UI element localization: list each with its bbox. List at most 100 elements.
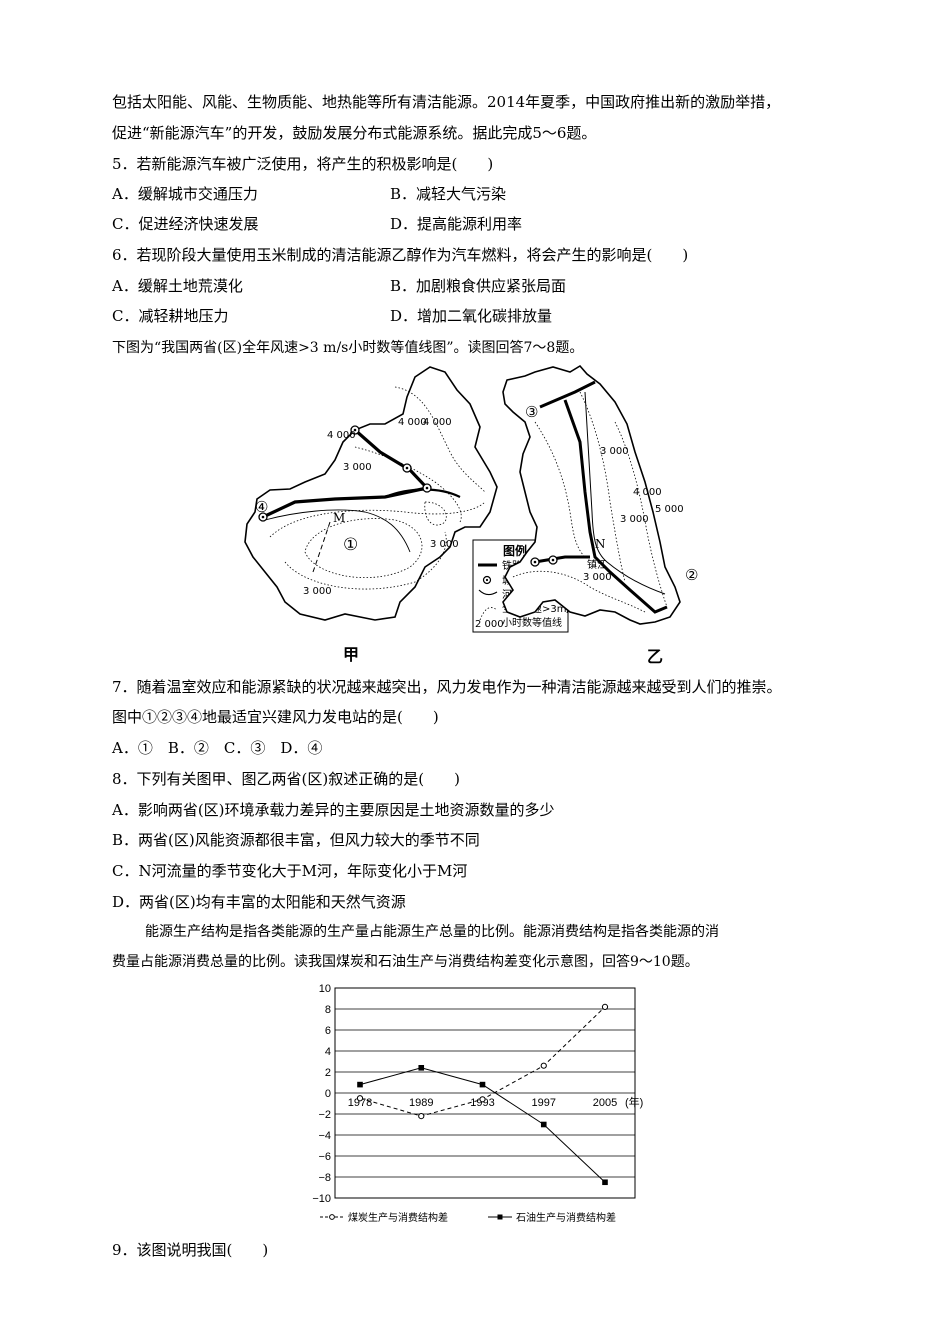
iso-label-3000-a: 3 000: [343, 462, 372, 473]
x-unit-label: (年): [625, 1095, 643, 1109]
legend-marker-0: [329, 1214, 335, 1220]
q5-option-c: C．促进经济快速发展: [112, 215, 259, 233]
x-tick-label: 1993: [470, 1097, 494, 1109]
iso-label-3000-f: 3 000: [583, 572, 612, 583]
marker-1: ①: [343, 535, 358, 555]
q8-option-a: A．影响两省(区)环境承载力差异的主要原因是土地资源数量的多少: [112, 801, 555, 819]
q7-stem-1: 7．随着温室效应和能源紧缺的状况越来越突出，风力发电作为一种清洁能源越来越受到人…: [112, 678, 782, 696]
chart-y-ticks: 10 8 6 4 2 0 −2 −4 −6 −8 −10: [312, 983, 331, 1205]
q5-stem: 5．若新能源汽车被广泛使用，将产生的积极影响是( ): [112, 155, 494, 173]
railway-jia: [262, 428, 431, 519]
para2-line-1: 能源生产结构是指各类能源的生产量占能源生产总量的比例。能源消费结构是指各类能源的…: [145, 924, 719, 940]
province-jia-outline: [244, 366, 498, 621]
y-tick-label: 4: [325, 1046, 331, 1058]
y-tick-label: 2: [325, 1067, 331, 1079]
y-tick-label: −10: [312, 1193, 331, 1205]
q6-option-b: B．加剧粮食供应紧张局面: [390, 277, 567, 295]
map-intro: 下图为“我国两省(区)全年风速>3 m/s小时数等值线图”。读图回答7～8题。: [112, 340, 584, 356]
marker-3: ③: [525, 403, 538, 421]
legend-label-0: 煤炭生产与消费结构差: [348, 1211, 448, 1224]
isoline-jia-4: [394, 386, 486, 493]
q7-options: A．① B．② C．③ D．④: [112, 739, 323, 757]
x-tick-label: 1989: [409, 1097, 433, 1109]
legend-isoline-symbol: [479, 607, 498, 621]
city-markers-yi: [530, 555, 558, 567]
isoline-jia-6: [424, 501, 447, 526]
x-tick-label: 1978: [348, 1097, 372, 1109]
intro-line-1: 包括太阳能、风能、生物质能、地热能等所有清洁能源。2014年夏季，中国政府推出新…: [112, 93, 781, 111]
x-tick-label: 2005: [593, 1097, 617, 1109]
legend-isoline-value: 2 000: [475, 619, 504, 630]
point-1-2: [479, 1081, 486, 1088]
point-0-2: [479, 1096, 486, 1103]
caption-jia: 甲: [343, 645, 359, 664]
y-tick-label: 6: [325, 1025, 331, 1037]
q6-option-d: D．增加二氧化碳排放量: [390, 307, 553, 325]
q6-option-c: C．减轻耕地压力: [112, 307, 229, 325]
legend-isoline-2: 小时数等值线: [502, 616, 562, 629]
isoline-yi-2: [614, 421, 668, 608]
label-river-M: M: [333, 511, 345, 525]
iso-label-4000-a: 4 000: [398, 417, 427, 428]
marker-2: ②: [685, 566, 698, 584]
chart-legend: 煤炭生产与消费结构差 石油生产与消费结构差: [320, 1211, 616, 1224]
city-markers-jia: [258, 425, 432, 522]
iso-label-4000-d: 4 000: [633, 487, 662, 498]
river-jia-branch: [312, 521, 331, 573]
point-0-1: [418, 1113, 425, 1120]
iso-label-4000-c: 4 000: [327, 430, 356, 441]
marker-4: ④: [255, 498, 268, 516]
iso-label-3000-c: 3 000: [430, 539, 459, 550]
legend-river-symbol: [478, 589, 498, 596]
q8-option-c: C．N河流量的季节变化大于M河，年际变化小于M河: [112, 862, 468, 880]
q5-option-a: A．缓解城市交通压力: [112, 185, 258, 203]
point-1-3: [540, 1121, 547, 1128]
q5-option-b: B．减轻大气污染: [390, 185, 507, 203]
isoline-yi-4: [512, 570, 646, 613]
wind-isoline-map: 4 000 4 000 4 000 3 000 3 000 3 000 ④ M …: [244, 364, 698, 666]
river-yi: [584, 391, 666, 595]
x-tick-label: 1997: [532, 1097, 556, 1109]
q8-option-d: D．两省(区)均有丰富的太阳能和天然气资源: [112, 893, 406, 911]
point-1-1: [418, 1065, 425, 1071]
q6-option-a: A．缓解土地荒漠化: [112, 277, 243, 295]
y-tick-label: −8: [318, 1172, 331, 1184]
legend-label-1: 石油生产与消费结构差: [516, 1211, 616, 1224]
isoline-jia-3: [304, 518, 423, 578]
y-tick-label: −4: [318, 1130, 331, 1142]
coal-oil-structure-chart: 10 8 6 4 2 0 −2 −4 −6 −8 −10 1978 1989 1993 1997 2005 (…: [312, 983, 644, 1224]
para2-line-2: 费量占能源消费总量的比例。读我国煤炭和石油生产与消费结构差变化示意图，回答9～1…: [112, 954, 699, 970]
intro-line-2: 促进“新能源汽车”的开发，鼓励发展分布式能源系统。据此完成5～6题。: [112, 124, 597, 142]
label-river-N: N: [595, 537, 606, 551]
caption-yi: 乙: [647, 647, 663, 666]
railway-yi: [534, 380, 668, 614]
legend-title: 图例: [503, 543, 527, 558]
legend-marker-1: [497, 1214, 503, 1220]
iso-label-3000-b: 3 000: [303, 586, 332, 597]
q5-option-d: D．提高能源利用率: [390, 215, 523, 233]
province-jia: 4 000 4 000 4 000 3 000 3 000 3 000 ④ M …: [244, 366, 498, 664]
q8-option-b: B．两省(区)风能资源都很丰富，但风力较大的季节不同: [112, 831, 480, 849]
y-tick-label: 10: [319, 983, 331, 995]
province-yi: ③ ② 3 000 3 000 4 000 5 000 N 镇江 3 000 乙: [502, 364, 698, 666]
point-1-0: [357, 1081, 363, 1088]
q6-stem: 6．若现阶段大量使用玉米制成的清洁能源乙醇作为汽车燃料，将会产生的影响是( ): [112, 246, 689, 264]
q7-stem-2: 图中①②③④地最适宜兴建风力发电站的是( ): [112, 708, 439, 726]
chart-series: [356, 1003, 609, 1186]
river-jia: [264, 509, 411, 553]
iso-label-3000-d: 3 000: [600, 446, 629, 457]
isoline-jia-5: [354, 446, 462, 523]
point-0-3: [540, 1062, 547, 1069]
y-tick-label: 8: [325, 1004, 331, 1016]
iso-label-5000: 5 000: [655, 504, 684, 515]
chart-x-ticks: 1978 1989 1993 1997 2005 (年): [348, 1095, 644, 1109]
iso-label-4000-b: 4 000: [423, 417, 452, 428]
y-tick-label: −2: [318, 1109, 331, 1121]
point-0-0: [356, 1095, 364, 1102]
q9-stem: 9．该图说明我国( ): [112, 1241, 269, 1259]
y-tick-label: −6: [318, 1151, 331, 1163]
q8-stem: 8．下列有关图甲、图乙两省(区)叙述正确的是( ): [112, 770, 460, 788]
label-zhenjiang: 镇江: [587, 558, 607, 571]
y-tick-label: 0: [325, 1088, 331, 1100]
chart-grid: [334, 987, 636, 1199]
